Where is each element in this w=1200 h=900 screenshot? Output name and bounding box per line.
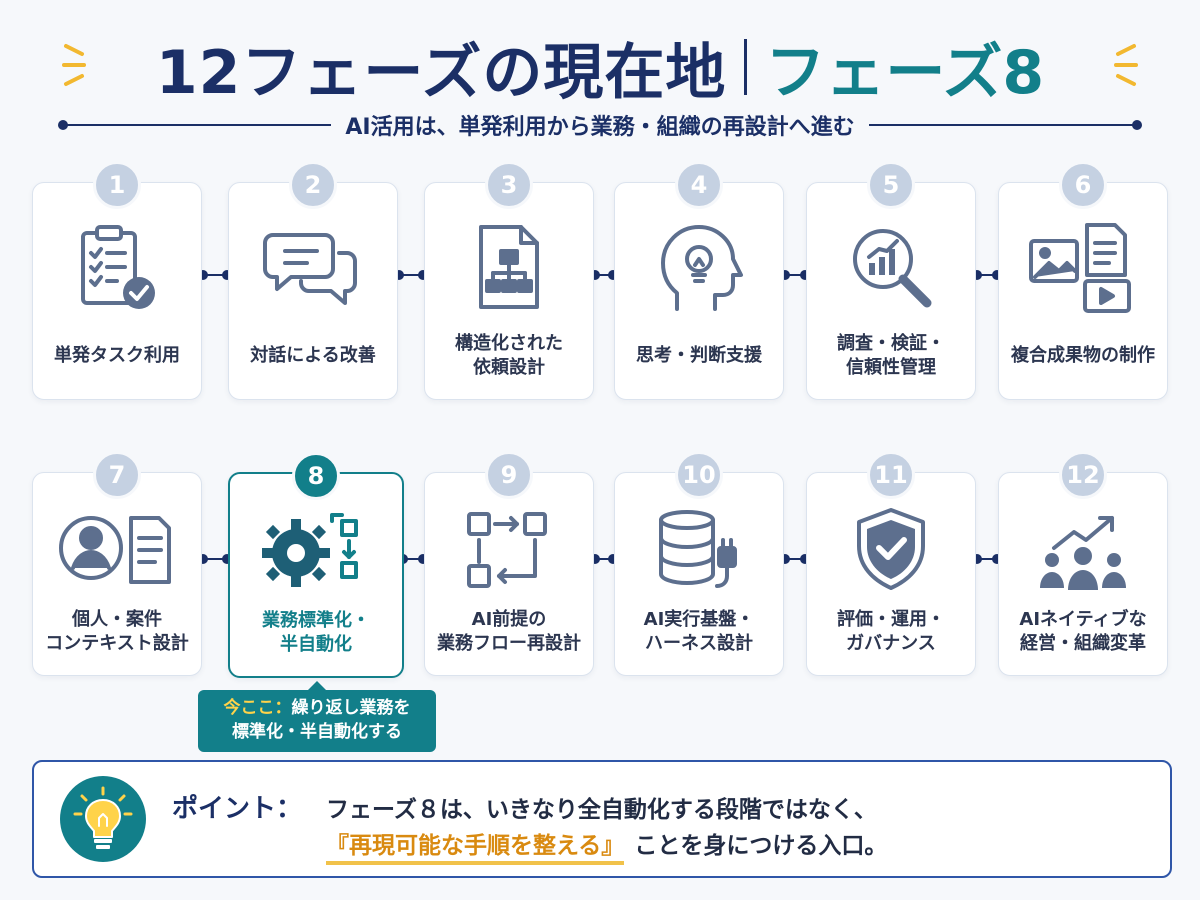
phase-card-9: 9 AI前提の 業務フロー再設計 [424, 451, 594, 676]
sparkle-right-icon [1114, 44, 1138, 86]
current-line1: 繰り返し業務を [291, 698, 411, 719]
phase-number: 4 [675, 161, 723, 209]
phase-number: 11 [867, 451, 915, 499]
current-position-callout: 今ここ：繰り返し業務を 標準化・半自動化する [198, 681, 436, 752]
phase-number: 5 [867, 161, 915, 209]
shield-check-icon [857, 508, 925, 590]
phase-card-11: 11 評価・運用・ ガバナンス [806, 451, 976, 676]
connector-11-12 [972, 554, 1002, 564]
current-line2: 標準化・半自動化する [232, 722, 402, 742]
phase-number: 6 [1059, 161, 1107, 209]
phase-number: 1 [93, 161, 141, 209]
phase-number: 8 [292, 452, 340, 500]
connector-2-3 [394, 270, 428, 280]
flow-diagram-icon [467, 512, 547, 588]
phase-card-12: 12 AIネイティブな 経営・組織変革 [998, 451, 1168, 676]
phase-card-1: 1 単発タスク利用 [32, 161, 202, 400]
phase-card-2: 2 対話による改善 [228, 161, 398, 400]
phase-label: 業務標準化・ 半自動化 [262, 609, 370, 655]
connector-9-10 [590, 554, 618, 564]
phase-number: 12 [1059, 451, 1107, 499]
connector-3-4 [590, 270, 618, 280]
point-text-line1: フェーズ８は、いきなり全自動化する段階ではなく、 [326, 797, 877, 823]
subtitle-row: AI活用は、単発利用から業務・組織の再設計へ進む [57, 108, 1143, 142]
current-tag: 今ここ： [223, 698, 292, 719]
point-icon-circle [60, 776, 146, 862]
media-files-icon [1029, 223, 1131, 313]
sparkle-left-icon [62, 44, 86, 86]
phase-card-8: 8 業務標準化・ 半自動化 [228, 452, 404, 678]
phase-label: 構造化された 依頼設計 [455, 332, 563, 378]
current-phase-title: フェーズ8 [765, 37, 1045, 108]
title-divider [744, 39, 748, 95]
chat-bubbles-icon [263, 233, 357, 305]
connector-7-8 [198, 554, 232, 564]
point-text-line2: 『再現可能な手順を整える』 ことを身につける入口。 [326, 826, 887, 865]
database-plug-icon [659, 510, 737, 588]
phase-label: AI前提の 業務フロー再設計 [437, 608, 581, 654]
phase-number: 7 [93, 451, 141, 499]
phase-card-7: 7 個人・案件 コンテキスト設計 [32, 451, 202, 676]
document-structure-icon [479, 225, 539, 309]
clipboard-check-icon [81, 225, 155, 309]
page-title: 12フェーズの現在地 [155, 37, 727, 108]
gear-flow-icon [262, 513, 358, 587]
connector-5-6 [972, 270, 1002, 280]
phase-label: AIネイティブな 経営・組織変革 [1019, 608, 1147, 654]
phase-label: 複合成果物の制作 [1011, 344, 1155, 366]
point-highlight: 『再現可能な手順を整える』 [326, 826, 625, 865]
person-document-icon [59, 516, 171, 584]
phase-label: 対話による改善 [250, 344, 376, 366]
phase-label: 単発タスク利用 [54, 344, 180, 366]
connector-10-11 [780, 554, 810, 564]
phase-number: 3 [485, 161, 533, 209]
team-growth-icon [1040, 516, 1126, 590]
title-row: 12フェーズの現在地 フェーズ8 [0, 22, 1200, 112]
phase-card-5: 5 調査・検証・ 信頼性管理 [806, 161, 976, 400]
connector-1-2 [198, 270, 232, 280]
subtitle-line-left [57, 120, 332, 130]
phase-number: 10 [675, 451, 723, 499]
phase-card-3: 3 構造化された 依頼設計 [424, 161, 594, 400]
lightbulb-icon [73, 786, 133, 849]
connector-8-9 [398, 554, 428, 564]
point-box: ポイント： フェーズ８は、いきなり全自動化する段階ではなく、 『再現可能な手順を… [32, 760, 1172, 878]
point-text-rest: ことを身につける入口。 [634, 833, 888, 859]
phase-label: AI実行基盤・ ハーネス設計 [643, 608, 755, 654]
phase-number: 9 [485, 451, 533, 499]
connector-4-5 [780, 270, 810, 280]
phase-card-4: 4 思考・判断支援 [614, 161, 784, 400]
phase-label: 個人・案件 コンテキスト設計 [45, 608, 189, 654]
subtitle: AI活用は、単発利用から業務・組織の再設計へ進む [345, 115, 855, 140]
phase-label: 思考・判断支援 [636, 344, 762, 366]
phase-label: 評価・運用・ ガバナンス [837, 608, 945, 654]
phase-card-6: 6 複合成果物の制作 [998, 161, 1168, 400]
phase-card-10: 10 AI実行基盤・ ハーネス設計 [614, 451, 784, 676]
head-lightbulb-icon [661, 225, 743, 311]
point-label: ポイント： [172, 794, 303, 824]
phase-number: 2 [289, 161, 337, 209]
phase-label: 調査・検証・ 信頼性管理 [837, 332, 945, 378]
subtitle-line-right [868, 120, 1143, 130]
magnifier-chart-icon [853, 229, 932, 308]
